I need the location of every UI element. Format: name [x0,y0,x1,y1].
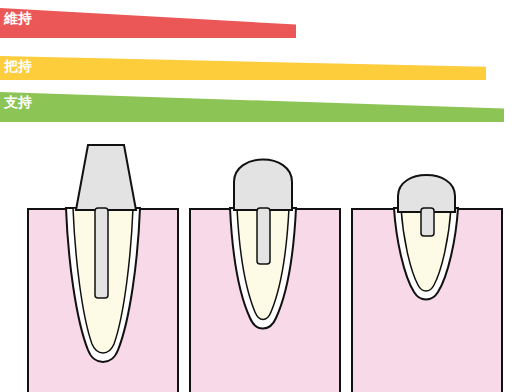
long-root-tooth [66,145,140,362]
band-label: 把持 [0,58,36,74]
band-shape [0,92,504,122]
tapered-band: 支持 [0,92,504,122]
tapered-band: 維持 [0,8,296,38]
tapered-band: 把持 [0,56,486,80]
short-root-tooth [394,175,458,300]
medium-root-tooth [230,160,296,329]
band-label: 維持 [0,10,36,26]
band-shape [0,8,296,38]
band-label: 支持 [0,94,36,110]
tooth-panels [28,209,502,392]
band-shape [0,56,486,80]
